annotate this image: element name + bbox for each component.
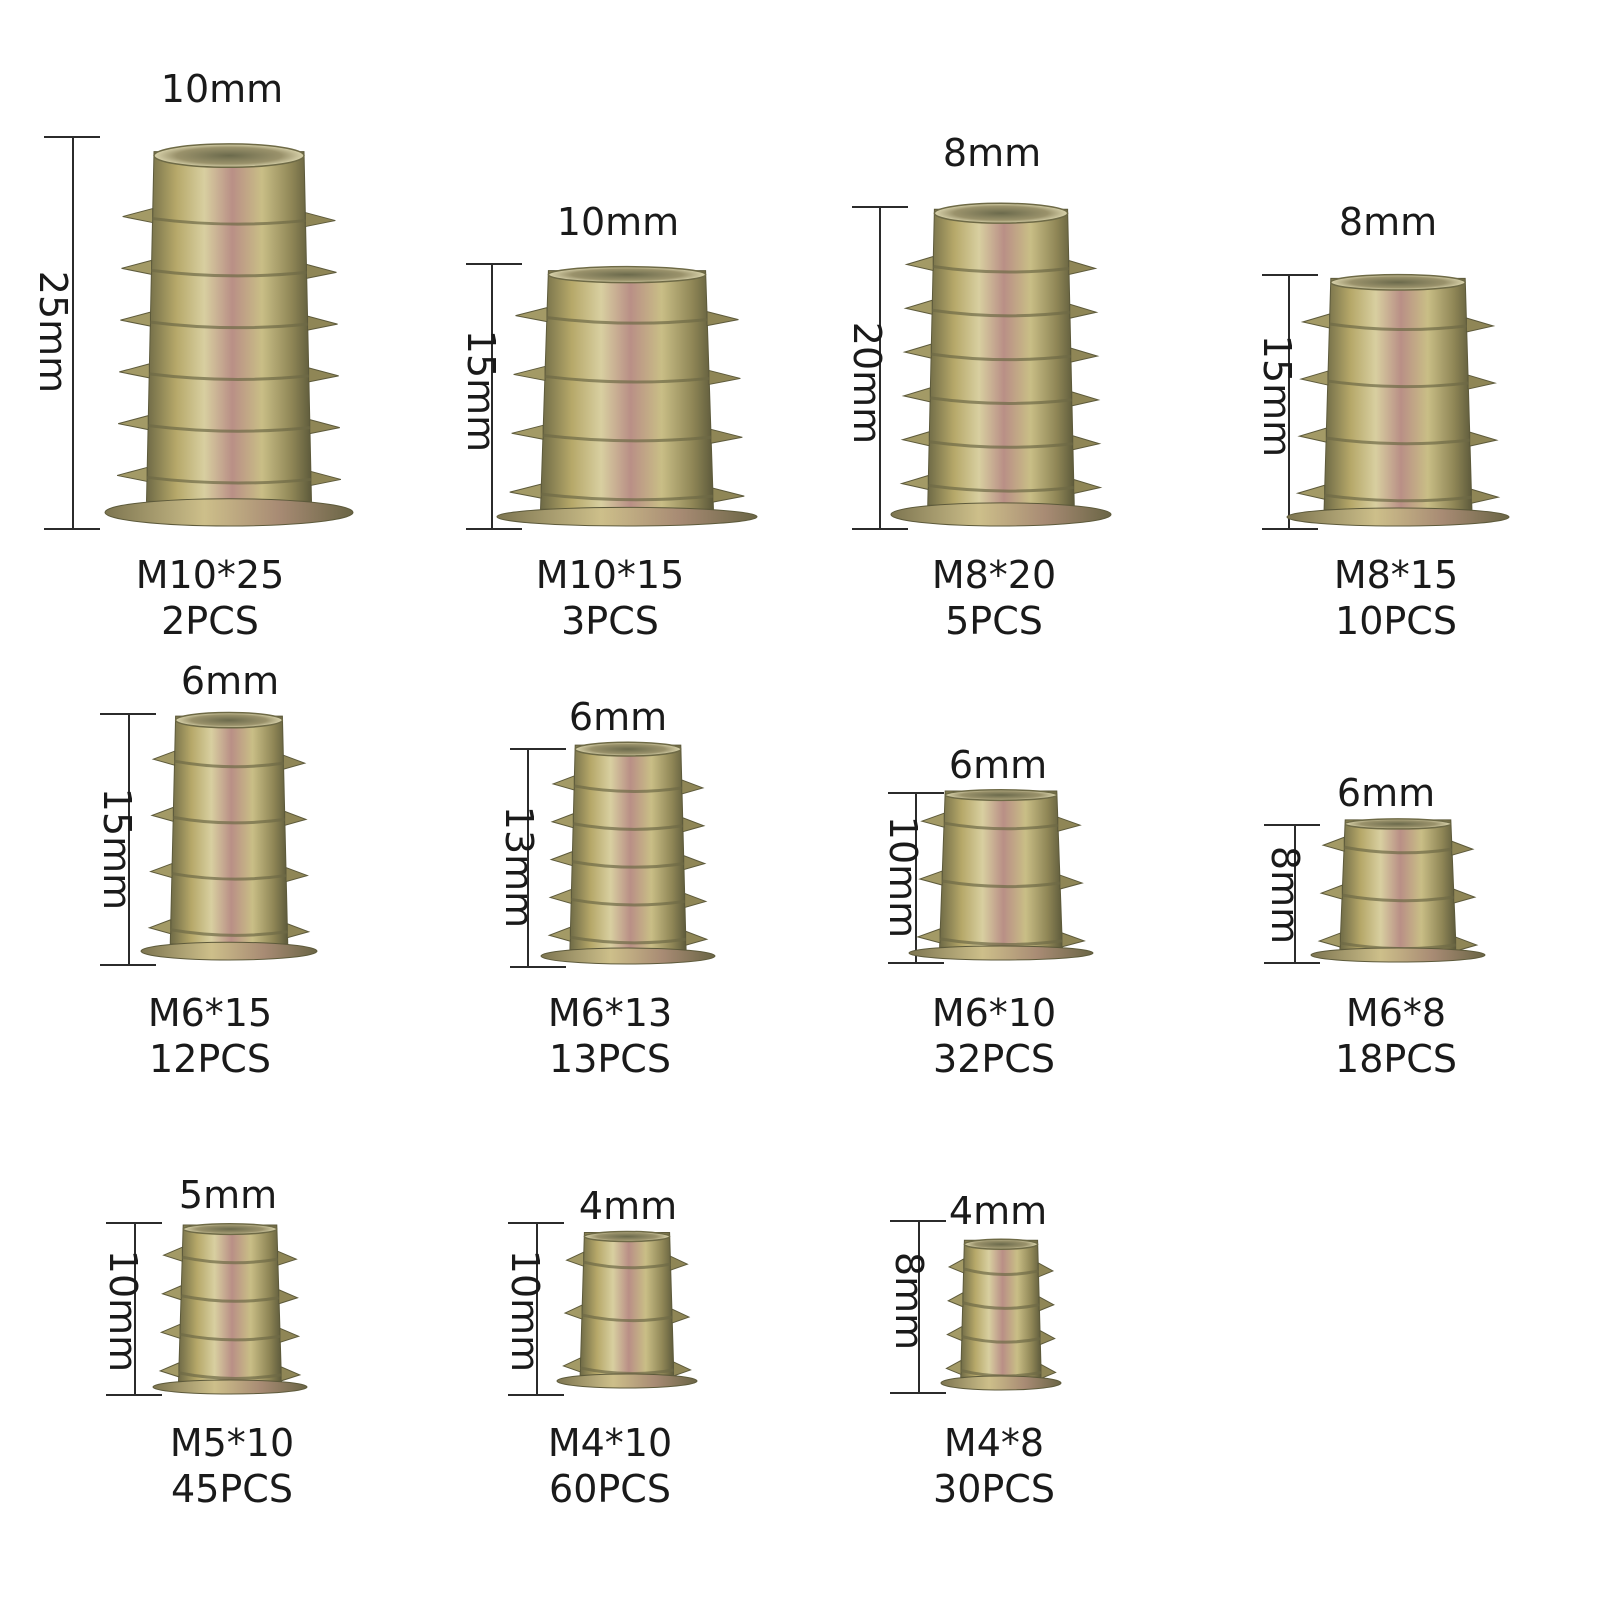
- spec-caption: M6*15 12PCS: [148, 990, 272, 1082]
- dimension-tick-bottom: [1262, 528, 1318, 530]
- height-label: 15mm: [95, 787, 140, 911]
- height-label: 8mm: [887, 1251, 932, 1351]
- size-label: M10*25: [135, 553, 285, 597]
- quantity-label: 13PCS: [549, 1037, 671, 1081]
- dimension-line: [134, 1222, 136, 1396]
- diameter-label: 6mm: [180, 659, 280, 703]
- threaded-insert-image: [940, 1238, 1062, 1391]
- dimension-tick-bottom: [466, 528, 522, 530]
- diameter-label: 6mm: [1336, 771, 1436, 815]
- dimension-tick-bottom: [890, 1392, 946, 1394]
- threaded-insert-image: [1310, 818, 1486, 963]
- height-label: 13mm: [497, 805, 542, 929]
- dimension-tick-bottom: [888, 962, 944, 964]
- diameter-label: 4mm: [948, 1189, 1048, 1233]
- threaded-insert-image: [1286, 273, 1510, 527]
- threaded-insert-image: [152, 1223, 308, 1395]
- size-label: M5*10: [169, 1421, 295, 1465]
- dimension-tick-bottom: [852, 528, 908, 530]
- dimension-line: [879, 206, 881, 530]
- dimension-line: [128, 713, 130, 966]
- spec-caption: M8*20 5PCS: [932, 552, 1056, 644]
- height-label: 10mm: [101, 1249, 146, 1373]
- dimension-line: [72, 136, 74, 530]
- size-label: M8*15: [1333, 553, 1459, 597]
- diameter-label: 10mm: [160, 67, 284, 111]
- dimension-line: [1288, 274, 1290, 530]
- height-label: 15mm: [459, 329, 504, 453]
- spec-caption: M4*10 60PCS: [548, 1420, 672, 1512]
- height-label: 20mm: [845, 321, 890, 445]
- dimension-tick-top: [1264, 824, 1320, 826]
- size-label: M4*8: [943, 1421, 1045, 1465]
- size-label: M6*8: [1345, 991, 1447, 1035]
- threaded-insert-image: [890, 202, 1112, 527]
- diameter-label: 8mm: [1338, 200, 1438, 244]
- height-label: 25mm: [31, 270, 76, 394]
- size-label: M8*20: [931, 553, 1057, 597]
- size-label: M6*15: [147, 991, 273, 1035]
- quantity-label: 12PCS: [149, 1037, 271, 1081]
- dimension-line: [536, 1222, 538, 1396]
- spec-caption: M10*25 2PCS: [136, 552, 285, 644]
- dimension-tick-bottom: [100, 964, 156, 966]
- size-label: M6*13: [547, 991, 673, 1035]
- spec-caption: M4*8 30PCS: [933, 1420, 1055, 1512]
- height-label: 8mm: [1263, 845, 1308, 945]
- dimension-tick-bottom: [106, 1394, 162, 1396]
- spec-caption: M8*15 10PCS: [1334, 552, 1458, 644]
- diameter-label: 5mm: [178, 1173, 278, 1217]
- dimension-tick-top: [1262, 274, 1318, 276]
- dimension-line: [918, 1220, 920, 1394]
- diameter-label: 6mm: [948, 743, 1048, 787]
- threaded-insert-image: [556, 1230, 698, 1389]
- spec-caption: M6*10 32PCS: [932, 990, 1056, 1082]
- quantity-label: 5PCS: [945, 599, 1043, 643]
- quantity-label: 10PCS: [1335, 599, 1457, 643]
- dimension-tick-bottom: [44, 528, 100, 530]
- threaded-insert-image: [496, 265, 758, 527]
- spec-caption: M6*8 18PCS: [1335, 990, 1457, 1082]
- diameter-label: 4mm: [578, 1184, 678, 1228]
- quantity-label: 60PCS: [549, 1467, 671, 1511]
- dimension-line: [491, 263, 493, 529]
- threaded-insert-image: [140, 711, 318, 961]
- quantity-label: 2PCS: [161, 599, 259, 643]
- diameter-label: 8mm: [942, 131, 1042, 175]
- dimension-tick-top: [466, 263, 522, 265]
- spec-caption: M10*15 3PCS: [536, 552, 685, 644]
- dimension-line: [915, 792, 917, 964]
- quantity-label: 32PCS: [933, 1037, 1055, 1081]
- spec-caption: M6*13 13PCS: [548, 990, 672, 1082]
- size-label: M4*10: [547, 1421, 673, 1465]
- size-label: M10*15: [535, 553, 685, 597]
- size-label: M6*10: [931, 991, 1057, 1035]
- dimension-line: [1294, 824, 1296, 964]
- diameter-label: 10mm: [556, 200, 680, 244]
- quantity-label: 3PCS: [561, 599, 659, 643]
- threaded-insert-image: [104, 143, 354, 527]
- threaded-insert-image: [908, 789, 1094, 961]
- dimension-tick-bottom: [510, 966, 566, 968]
- dimension-tick-bottom: [1264, 962, 1320, 964]
- height-label: 10mm: [503, 1249, 548, 1373]
- dimension-line: [527, 748, 529, 968]
- quantity-label: 18PCS: [1335, 1037, 1457, 1081]
- quantity-label: 45PCS: [171, 1467, 293, 1511]
- dimension-tick-bottom: [508, 1394, 564, 1396]
- dimension-tick-top: [510, 748, 566, 750]
- quantity-label: 30PCS: [933, 1467, 1055, 1511]
- diameter-label: 6mm: [568, 695, 668, 739]
- threaded-insert-image: [540, 741, 716, 965]
- spec-caption: M5*10 45PCS: [170, 1420, 294, 1512]
